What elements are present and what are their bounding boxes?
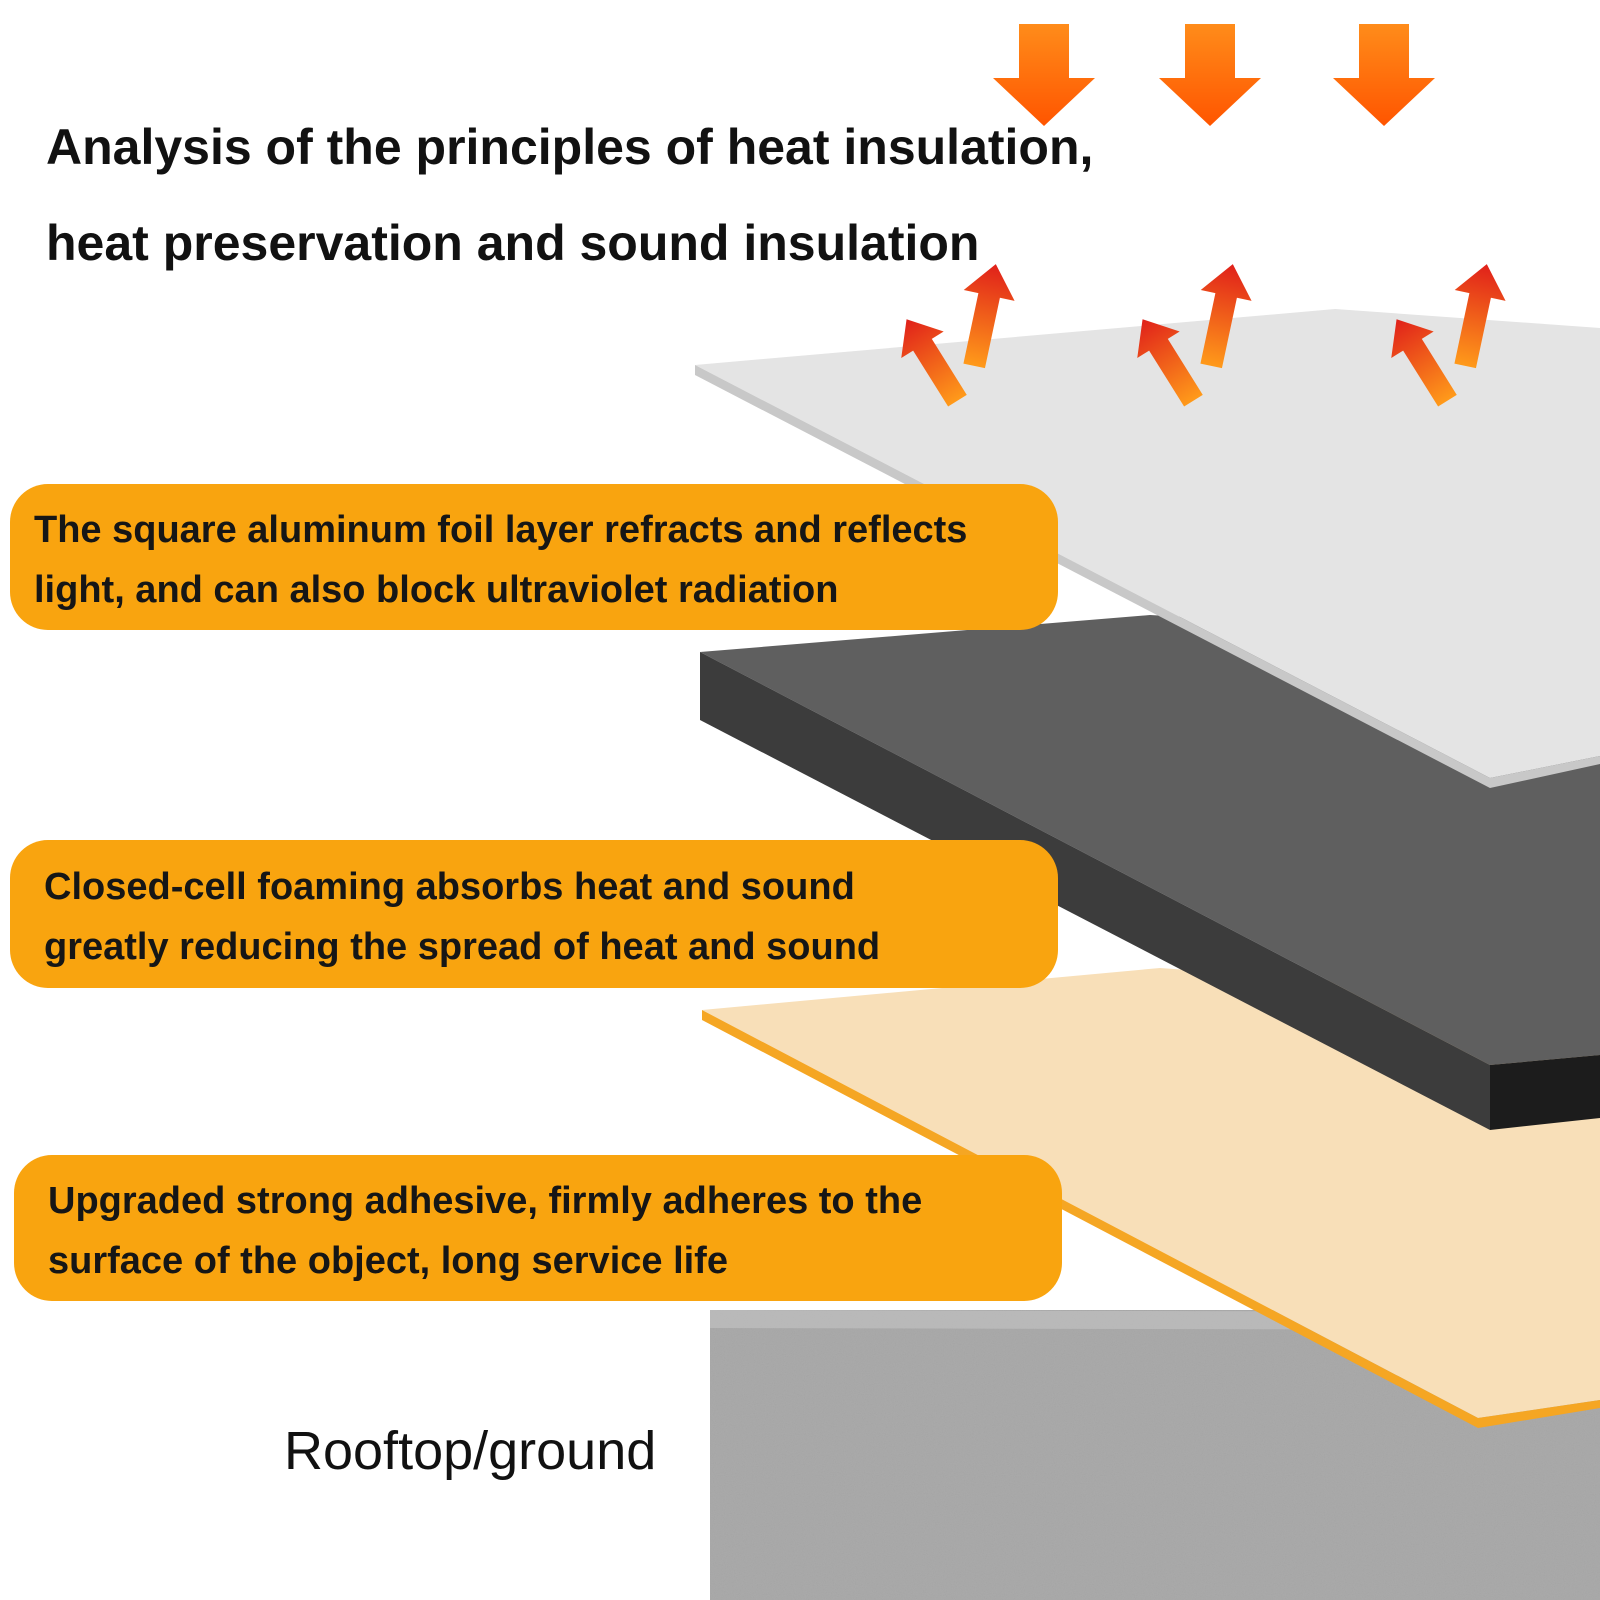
callout-aluminum-foil: The square aluminum foil layer refracts … [10,484,1058,630]
incoming-heat-arrows [993,24,1435,126]
concrete-base-layer [710,1310,1600,1600]
callout-text-line: The square aluminum foil layer refracts … [34,509,968,551]
callout-text-line: light, and can also block ultraviolet ra… [34,569,839,611]
up-arrow-icon [1391,319,1457,407]
title-line-2: heat preservation and sound insulation [46,215,980,271]
reflected-heat-arrows [901,264,1506,407]
up-arrow-icon [963,264,1015,369]
callout-text-line: surface of the object, long service life [48,1240,728,1282]
callout-text-line: greatly reducing the spread of heat and … [44,926,881,968]
callout-text-line: Closed-cell foaming absorbs heat and sou… [44,866,855,908]
up-arrow-icon [1137,319,1203,407]
adhesive-layer [702,968,1600,1428]
down-arrow-icon [993,24,1095,126]
callout-closed-cell-foam: Closed-cell foaming absorbs heat and sou… [10,840,1058,988]
callout-adhesive: Upgraded strong adhesive, firmly adheres… [14,1155,1062,1301]
callout-text-line: Upgraded strong adhesive, firmly adheres… [48,1180,923,1222]
rooftop-ground-label: Rooftop/ground [284,1421,657,1481]
aluminum-foil-layer [695,309,1600,788]
title-line-1: Analysis of the principles of heat insul… [46,119,1094,175]
down-arrow-icon [1333,24,1435,126]
up-arrow-icon [1200,264,1252,369]
down-arrow-icon [1159,24,1261,126]
up-arrow-icon [1454,264,1506,369]
up-arrow-icon [901,319,967,407]
